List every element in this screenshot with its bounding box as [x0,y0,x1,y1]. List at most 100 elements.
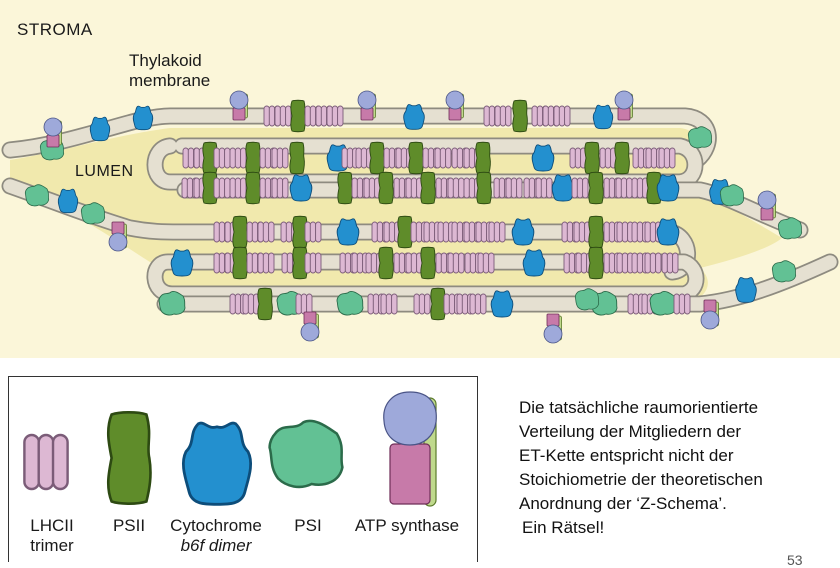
psi-complex [80,202,106,225]
lhcii-trimer [535,177,553,199]
psii-complex [245,171,261,205]
psii-complex [512,99,528,133]
lhcii-trimer [405,252,423,274]
psii-complex [289,141,305,175]
atp-synthase [543,313,563,344]
atp-synthase [757,190,777,221]
cytochrome-b6f [289,174,313,202]
lhcii-trimer [271,147,289,169]
atp-synthase [43,117,63,148]
lhcii-trimer [658,147,676,169]
psii-complex [584,141,600,175]
psii-complex [475,141,491,175]
psii-complex [290,99,306,133]
caption-text: Die tatsächliche raumorientierte Verteil… [519,398,763,537]
lhcii-trimer [271,177,289,199]
atp-synthase-icon [383,391,437,507]
cytochrome-b6f [170,249,194,277]
lhcii-trimer [488,221,506,243]
psii-complex [588,171,604,205]
lhcii-trimer [405,177,423,199]
atp-synthase [357,90,377,121]
atp-synthase [445,90,465,121]
atp-synthase [300,311,320,342]
lhcii-trimer [573,221,591,243]
lhcii-trimer [505,177,523,199]
legend-box [8,376,478,562]
lhcii-trimer [494,105,512,127]
lhcii-trimer [229,147,247,169]
lhcii-trimer [673,293,691,315]
lhcii-trimer [213,147,231,169]
psii-complex [420,171,436,205]
psi-complex [777,217,803,240]
psi-complex [24,184,50,207]
lhcii-trimer [304,221,322,243]
lhcii-trimer [257,252,275,274]
lhcii-trimer [363,177,381,199]
lhcii-trimer [553,105,571,127]
psi-complex [649,290,677,316]
lhcii-trimer [383,221,401,243]
legend-label-psii: PSII [112,516,146,535]
psii-complex [408,141,424,175]
atp-synthase [614,90,634,121]
lhcii-trimer [447,177,465,199]
psii-complex [232,246,248,280]
lhcii-trimer [213,177,231,199]
psi-complex [719,184,745,207]
atp-synthase [700,299,720,330]
cytochrome-b6f [551,174,575,202]
cytochrome-b6f [403,103,425,130]
psii-complex [397,215,413,249]
lhcii-trimer [661,252,679,274]
cytochrome-b6f [57,188,79,214]
psi-complex [158,290,186,316]
lhcii-trimer [616,252,634,274]
lhcii-trimer [616,221,634,243]
psi-complex [574,288,600,311]
lhcii-trimer [274,105,292,127]
atp-synthase [108,221,128,252]
lhcii-trimer [477,252,495,274]
page-number: 53 [787,552,803,568]
cytochrome-b6f [336,218,360,246]
psii-complex [369,141,385,175]
psii-complex [588,215,604,249]
psi-complex [336,290,364,316]
psii-complex [245,141,261,175]
atp-synthase [229,90,249,121]
lhcii-trimer [469,293,487,315]
cytochrome-b6f [490,290,514,318]
cytochrome-b6f [531,144,555,172]
lhcii-trimer [599,147,617,169]
cytochrome-b6f [592,104,614,130]
cytochrome-b6f [132,105,154,131]
psii-complex [232,215,248,249]
legend-label-atp-synthase: ATP synthase [354,516,460,535]
psii-complex [378,171,394,205]
psii-complex [337,171,353,205]
lhcii-trimer [434,147,452,169]
cytochrome-b6f [656,218,680,246]
psii-complex [476,171,492,205]
stroma-label: STROMA [17,20,93,39]
legend-label-cytochrome: Cytochrome b6f dimer [170,516,262,555]
legend-label-psi: PSI [294,516,322,535]
cytochrome-b6f [656,174,680,202]
thylakoid-membrane-label: Thylakoid membrane [129,51,211,90]
lhcii-trimer [413,293,431,315]
psii-complex [614,141,630,175]
lhcii-trimer [380,293,398,315]
cytochrome-b6f [735,276,757,303]
psii-complex [257,287,273,321]
legend-label-lhcii: LHCII trimer [30,516,74,555]
cytochrome-b6f [511,218,535,246]
lhcii-trimer [569,147,587,169]
lhcii-trimer [615,177,633,199]
lhcii-trimer [571,177,589,199]
psi-complex [687,126,713,149]
psii-complex [420,246,436,280]
